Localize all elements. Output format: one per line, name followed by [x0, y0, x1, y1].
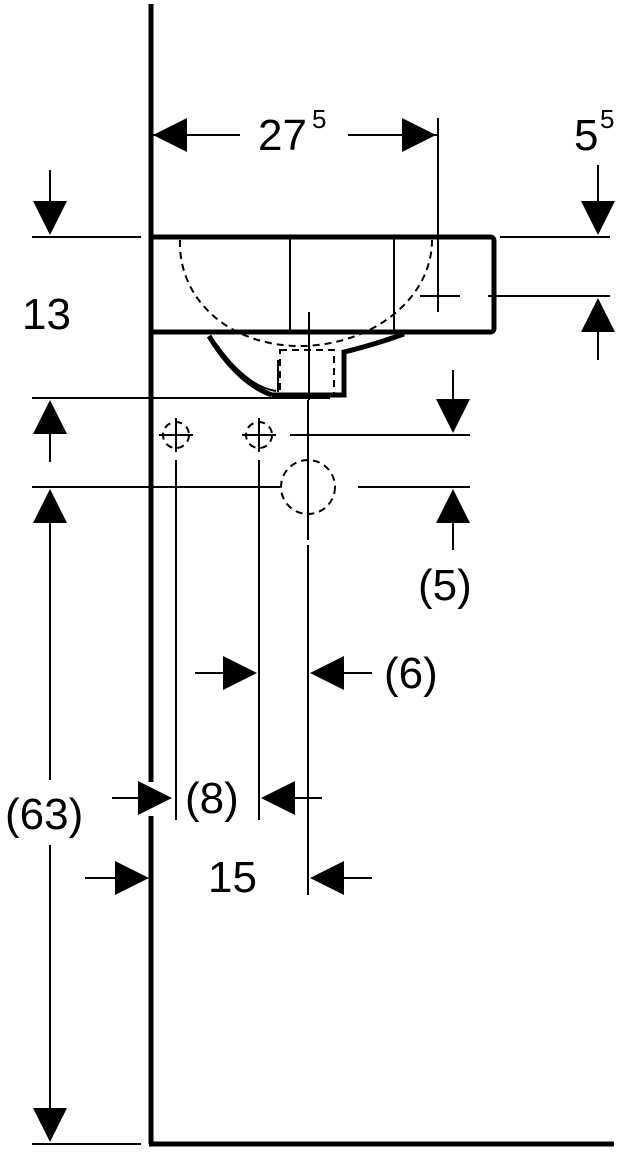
arrow-down-icon	[33, 201, 67, 235]
arrowheads	[33, 118, 615, 1142]
connection-symbols	[159, 400, 336, 540]
dimension-labels: 27 5 5 5 13 (5) (6) (8) 15 (63)	[5, 104, 614, 902]
arrow-up-icon	[581, 298, 615, 332]
dimension-lines	[49, 134, 599, 1112]
wall-to-drain-label: 15	[208, 853, 257, 902]
drain-height-label: (63)	[5, 790, 83, 839]
arrow-down-icon	[33, 1108, 67, 1142]
arrow-left-icon	[310, 861, 344, 895]
basin-width-label: 27	[258, 111, 307, 160]
extension-lines	[32, 118, 610, 1145]
supply-spacing-label: (8)	[185, 774, 239, 823]
arrow-up-icon	[436, 489, 470, 523]
arrow-right-icon	[138, 781, 172, 815]
basin-width-sup: 5	[312, 104, 326, 134]
basin-outline	[151, 234, 497, 400]
trap-offset-vertical-label: (5)	[418, 561, 472, 610]
arrow-up-icon	[33, 400, 67, 434]
arrow-down-icon	[436, 399, 470, 433]
overflow-offset-sup: 5	[600, 104, 614, 134]
arrow-right-icon	[115, 861, 149, 895]
arrow-right-icon	[402, 118, 436, 152]
trap-offset-horizontal-label: (6)	[384, 649, 438, 698]
basin-height-label: 13	[22, 290, 71, 339]
arrow-right-icon	[223, 656, 257, 690]
arrow-left-icon	[310, 656, 344, 690]
arrow-left-icon	[261, 781, 295, 815]
wall-and-floor	[148, 4, 614, 1147]
overflow-offset-label: 5	[574, 111, 598, 160]
arrow-up-icon	[33, 489, 67, 523]
arrow-down-icon	[581, 201, 615, 235]
arrow-left-icon	[153, 118, 187, 152]
